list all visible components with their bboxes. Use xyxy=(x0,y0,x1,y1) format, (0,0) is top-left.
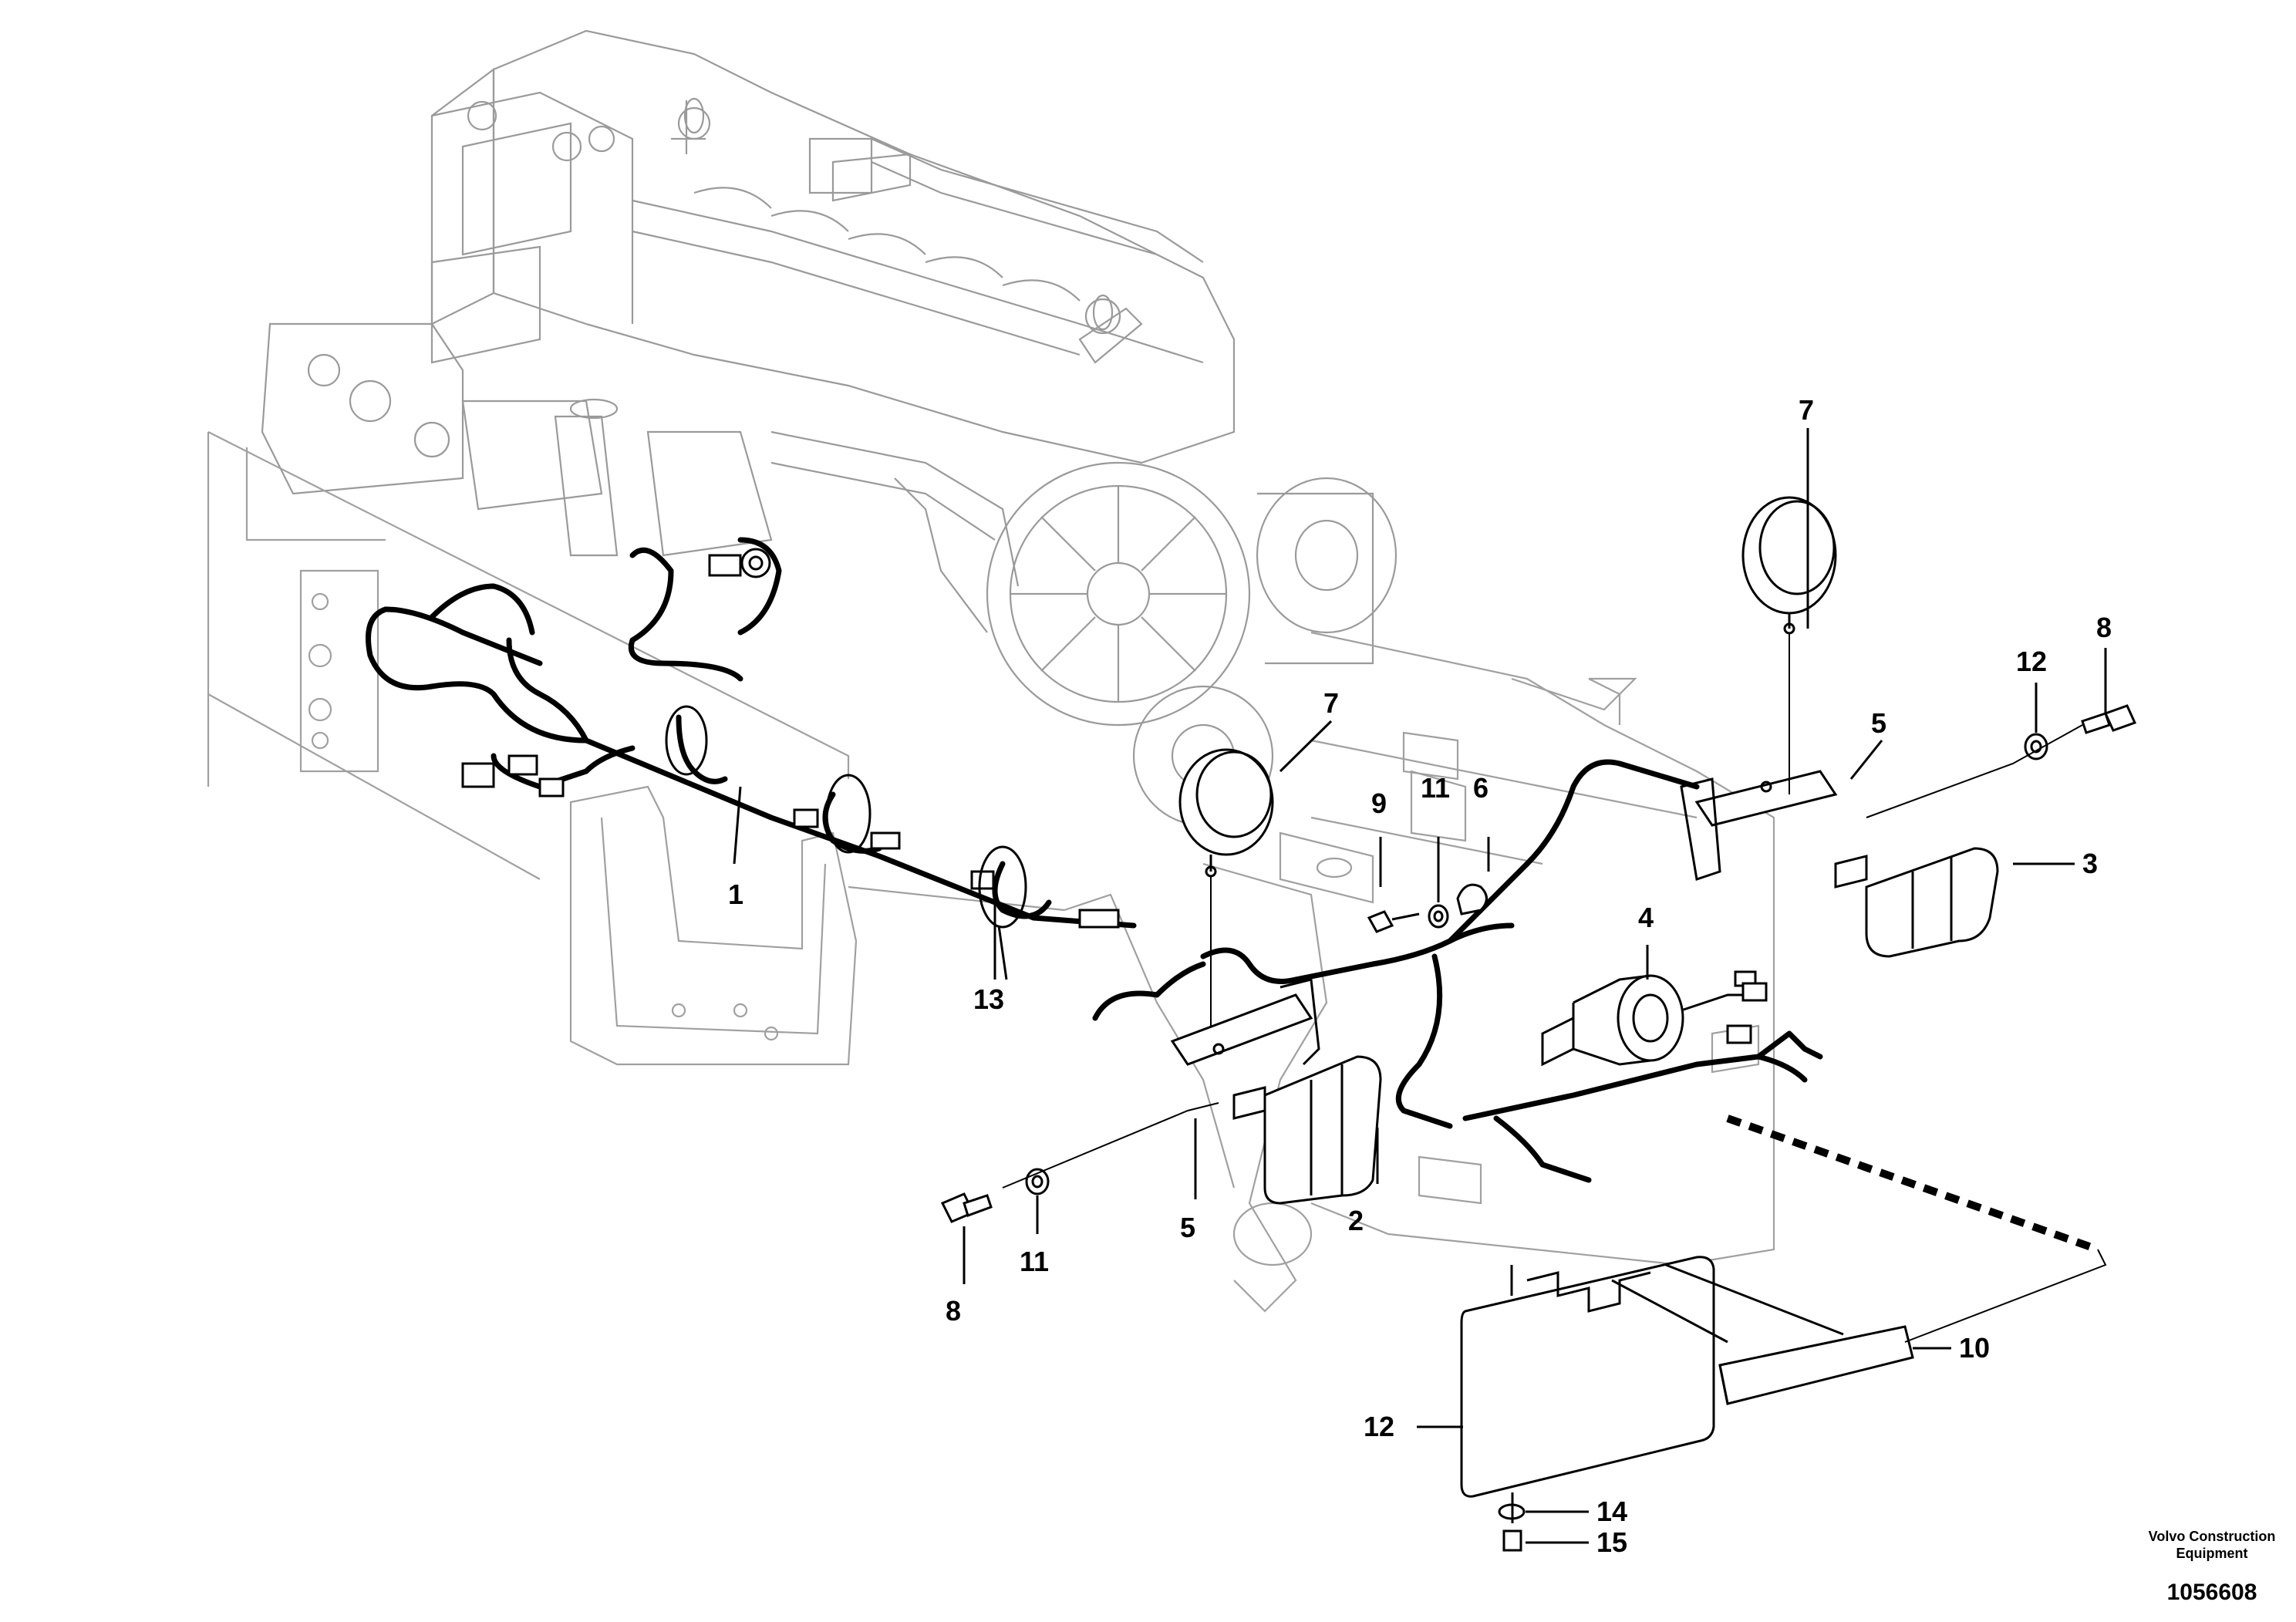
wiring-harness xyxy=(366,537,1823,1183)
engine-block-drawing xyxy=(261,29,1397,827)
part-10-plate-lamp xyxy=(1611,1263,1914,1405)
part-8-bolt-left xyxy=(940,1192,993,1223)
part-4-horn xyxy=(1541,974,1768,1067)
callout-11-right: 11 xyxy=(1421,772,1450,804)
callout-1: 1 xyxy=(728,878,743,910)
plate-lamp-cable xyxy=(1904,1249,2107,1343)
document-number: 1056608 xyxy=(2167,1580,2257,1605)
part-11-washer-right xyxy=(1428,904,1449,929)
footer: Volvo Construction Equipment 1056608 xyxy=(2149,1529,2276,1605)
bolt-reference-line-left xyxy=(1002,1102,1219,1189)
part-2-rear-lamp-left xyxy=(1232,1055,1382,1205)
callout-5-right: 5 xyxy=(1871,707,1886,739)
part-7-work-lamp-right xyxy=(1741,496,1837,635)
part-9-bolt xyxy=(1367,910,1420,933)
part-12-washer xyxy=(2024,733,2048,760)
callout-4: 4 xyxy=(1638,902,1654,933)
callout-2: 2 xyxy=(1348,1205,1364,1236)
callout-8-left: 8 xyxy=(946,1295,961,1327)
part-15-screw xyxy=(1502,1492,1522,1552)
leader-lines xyxy=(733,428,2107,1544)
callout-7-right: 7 xyxy=(1799,394,1814,426)
callout-12-right: 12 xyxy=(2016,646,2047,677)
brand-line-1: Volvo Construction xyxy=(2149,1529,2276,1544)
callout-14: 14 xyxy=(1596,1496,1627,1527)
brand-line-2: Equipment xyxy=(2176,1546,2248,1561)
callout-6: 6 xyxy=(1473,772,1489,804)
callout-labels: 1 2 3 4 5 5 6 7 7 8 8 9 10 11 11 12 12 1… xyxy=(728,394,2112,1558)
part-6-cable-clamp xyxy=(1456,883,1488,916)
bolt-reference-line-right xyxy=(1866,724,2083,818)
part-7-work-lamp-left xyxy=(1178,748,1274,878)
callout-12-plate: 12 xyxy=(1364,1411,1394,1442)
callout-15: 15 xyxy=(1596,1526,1627,1558)
plate-lamp-cable-route xyxy=(1726,1114,2099,1253)
callout-3: 3 xyxy=(2082,848,2098,879)
callout-8-right: 8 xyxy=(2096,612,2112,643)
part-12-licence-plate-holder xyxy=(1460,1256,1715,1498)
callout-13: 13 xyxy=(973,983,1004,1015)
part-8-bolt-right xyxy=(2081,704,2137,734)
part-5-lamp-bracket-right xyxy=(1680,770,1838,881)
callout-5-left: 5 xyxy=(1180,1212,1195,1243)
part-3-rear-lamp-right xyxy=(1834,847,1999,958)
callout-7-left: 7 xyxy=(1323,687,1339,719)
callout-9: 9 xyxy=(1371,787,1387,819)
callout-11-left: 11 xyxy=(1020,1246,1049,1277)
callout-10: 10 xyxy=(1959,1332,1990,1364)
part-5-lamp-bracket-left xyxy=(1170,978,1320,1066)
